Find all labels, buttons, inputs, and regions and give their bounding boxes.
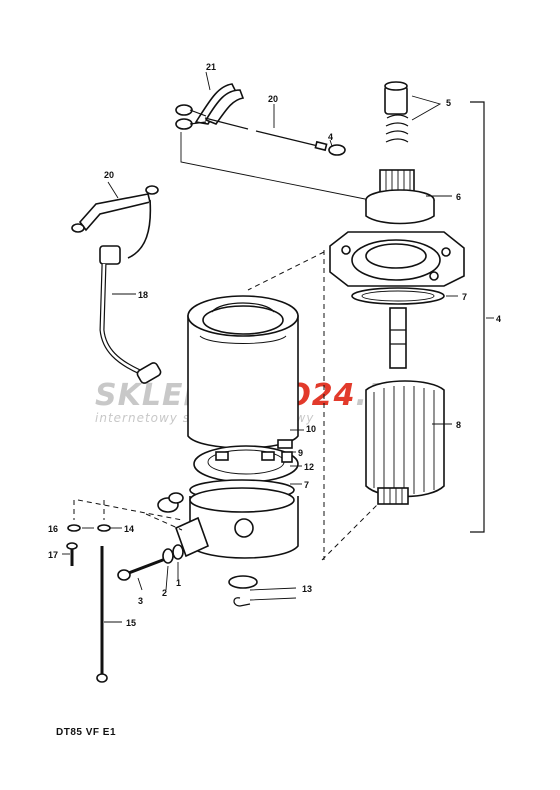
callout-10: 10 xyxy=(306,424,316,434)
callout-7-lower: 7 xyxy=(304,480,309,490)
callout-8: 8 xyxy=(456,420,461,430)
o-ring-part-14 xyxy=(97,524,111,532)
callout-3: 3 xyxy=(138,596,143,606)
circlip-part-13 xyxy=(228,575,258,607)
callout-12: 12 xyxy=(304,462,314,472)
washer-left-2 xyxy=(168,492,184,504)
pinion-spring-part-5 xyxy=(384,81,409,143)
leader-lines xyxy=(62,71,494,623)
screw-part-17 xyxy=(66,542,78,566)
brush-part-10 xyxy=(277,439,293,449)
o-ring-part-16 xyxy=(67,524,81,532)
callout-1: 1 xyxy=(176,578,181,588)
motor-yoke-housing xyxy=(187,295,299,449)
group-bracket-4 xyxy=(470,101,485,533)
washer-part-1 xyxy=(172,544,184,560)
callout-2: 2 xyxy=(162,588,167,598)
callout-17: 17 xyxy=(48,550,58,560)
wire-harness-part-18 xyxy=(99,199,162,384)
bracket-part-21 xyxy=(175,83,245,130)
diagram-code: DT85 VF E1 xyxy=(56,727,116,738)
washer-part-2 xyxy=(162,548,174,564)
gasket-part-7-upper xyxy=(351,287,445,305)
lower-end-frame xyxy=(174,479,299,559)
wire-clip-part-19 xyxy=(71,185,159,233)
callout-19: 20 xyxy=(104,170,114,180)
cable-part-20 xyxy=(204,117,346,156)
end-cover-flange xyxy=(329,231,465,287)
callout-21: 21 xyxy=(206,62,216,72)
through-bolt-part-3 xyxy=(117,556,169,581)
callout-9: 9 xyxy=(298,448,303,458)
callout-13: 13 xyxy=(302,584,312,594)
callout-18: 18 xyxy=(138,290,148,300)
callout-20: 20 xyxy=(268,94,278,104)
callout-7-upper: 7 xyxy=(462,292,467,302)
callout-15: 15 xyxy=(126,618,136,628)
spring-part-9 xyxy=(281,451,293,463)
callout-4-group: 4 xyxy=(496,314,501,324)
long-bolt-part-15 xyxy=(96,546,108,683)
assembly-guide-lines xyxy=(73,250,379,561)
callout-labels: 21 20 4 5 6 7 4 8 20 18 10 9 12 7 13 16 … xyxy=(48,62,501,628)
callout-16: 16 xyxy=(48,524,58,534)
callout-6: 6 xyxy=(456,192,461,202)
leader-line-20-assembly xyxy=(180,132,371,201)
callout-4-cable: 4 xyxy=(328,132,333,142)
callout-5: 5 xyxy=(446,98,451,108)
armature-part-8 xyxy=(365,307,445,505)
callout-14: 14 xyxy=(124,524,134,534)
drive-gear-part-6 xyxy=(365,169,435,225)
